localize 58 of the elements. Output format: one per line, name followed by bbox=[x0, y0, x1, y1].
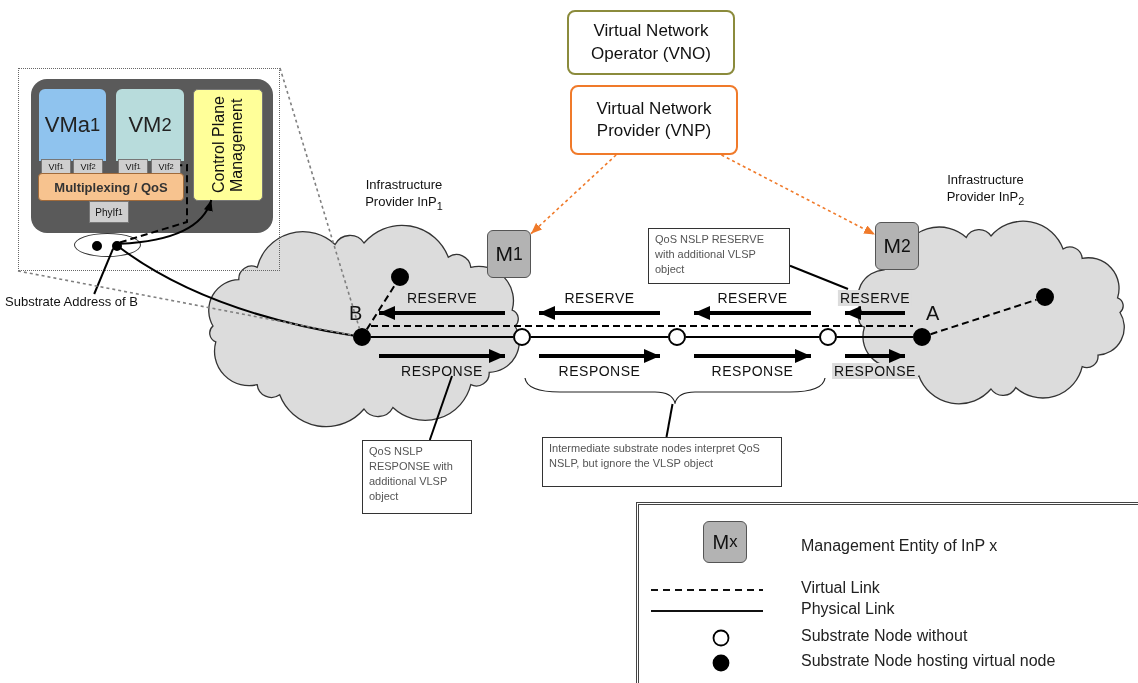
line bbox=[789, 264, 849, 290]
control-plane-box: Control Plane Management bbox=[193, 89, 263, 201]
arrow bbox=[845, 306, 905, 320]
line bbox=[836, 336, 914, 338]
arrow bbox=[379, 306, 505, 320]
zoom-frame bbox=[18, 68, 280, 271]
line bbox=[685, 336, 820, 338]
arrow bbox=[379, 349, 505, 363]
cloud-label: Infrastructure Provider InP$_{1}$ bbox=[364, 177, 444, 213]
dashed-line bbox=[365, 283, 397, 331]
arrow bbox=[845, 349, 905, 363]
hosting-node-dot bbox=[92, 241, 102, 251]
edge-label: RESPONSE bbox=[711, 363, 794, 379]
line bbox=[665, 403, 674, 438]
legend-text: Management Entity of InP x bbox=[801, 537, 998, 555]
leader-line bbox=[93, 247, 115, 295]
arrow bbox=[539, 306, 660, 320]
arrow bbox=[694, 306, 811, 320]
legend-text: Substrate Node without bbox=[801, 627, 968, 645]
edge-label: RESPONSE bbox=[401, 363, 483, 379]
arrow bbox=[539, 349, 660, 363]
edge-label: RESPONSE bbox=[832, 363, 918, 379]
host-box bbox=[31, 79, 273, 233]
substrate-node-circle bbox=[513, 328, 531, 346]
arrow bbox=[530, 154, 617, 235]
dashed-line bbox=[929, 298, 1038, 336]
brace bbox=[524, 376, 826, 404]
line bbox=[118, 246, 355, 337]
legend-text: Physical Link bbox=[801, 600, 895, 618]
dashed-line bbox=[370, 325, 914, 327]
address-label: Substrate Address of B bbox=[5, 294, 175, 314]
arrow bbox=[119, 199, 213, 245]
edge-label: RESERVE bbox=[717, 290, 788, 306]
substrate-node-circle bbox=[819, 328, 837, 346]
node-label: B bbox=[349, 302, 363, 325]
legend-text: Virtual Link bbox=[801, 579, 880, 597]
dashed-line bbox=[279, 67, 361, 330]
line bbox=[370, 336, 514, 338]
callout-box: QoS NSLP RESERVE with additional VLSP object bbox=[648, 228, 790, 284]
address-ellipse bbox=[74, 233, 141, 257]
edge-label: RESPONSE bbox=[558, 363, 641, 379]
line bbox=[530, 336, 669, 338]
callout-box: Intermediate substrate nodes interpret QoS NSLP, but ignore the VLSP object bbox=[542, 437, 782, 487]
role-box: Virtual Network Operator (VNO) bbox=[567, 10, 735, 75]
dashed-line bbox=[118, 163, 188, 244]
node-label: A bbox=[926, 302, 940, 325]
multiplexing-bar: Multiplexing / QoS bbox=[38, 173, 184, 201]
dashed-line bbox=[17, 270, 354, 337]
substrate-node-circle bbox=[668, 328, 686, 346]
role-box: Virtual Network Provider (VNP) bbox=[570, 85, 738, 155]
callout-box: QoS NSLP RESPONSE with additional VLSP object bbox=[362, 440, 472, 514]
arrow bbox=[694, 349, 811, 363]
cloud-label: Infrastructure Provider InP$_{2}$ bbox=[945, 172, 1026, 208]
legend-text: Substrate Node hosting virtual node bbox=[801, 652, 1056, 670]
hosting-node-dot bbox=[112, 241, 122, 251]
arrow bbox=[720, 154, 876, 236]
edge-label: RESERVE bbox=[406, 290, 478, 306]
edge-label: RESERVE bbox=[564, 290, 635, 306]
